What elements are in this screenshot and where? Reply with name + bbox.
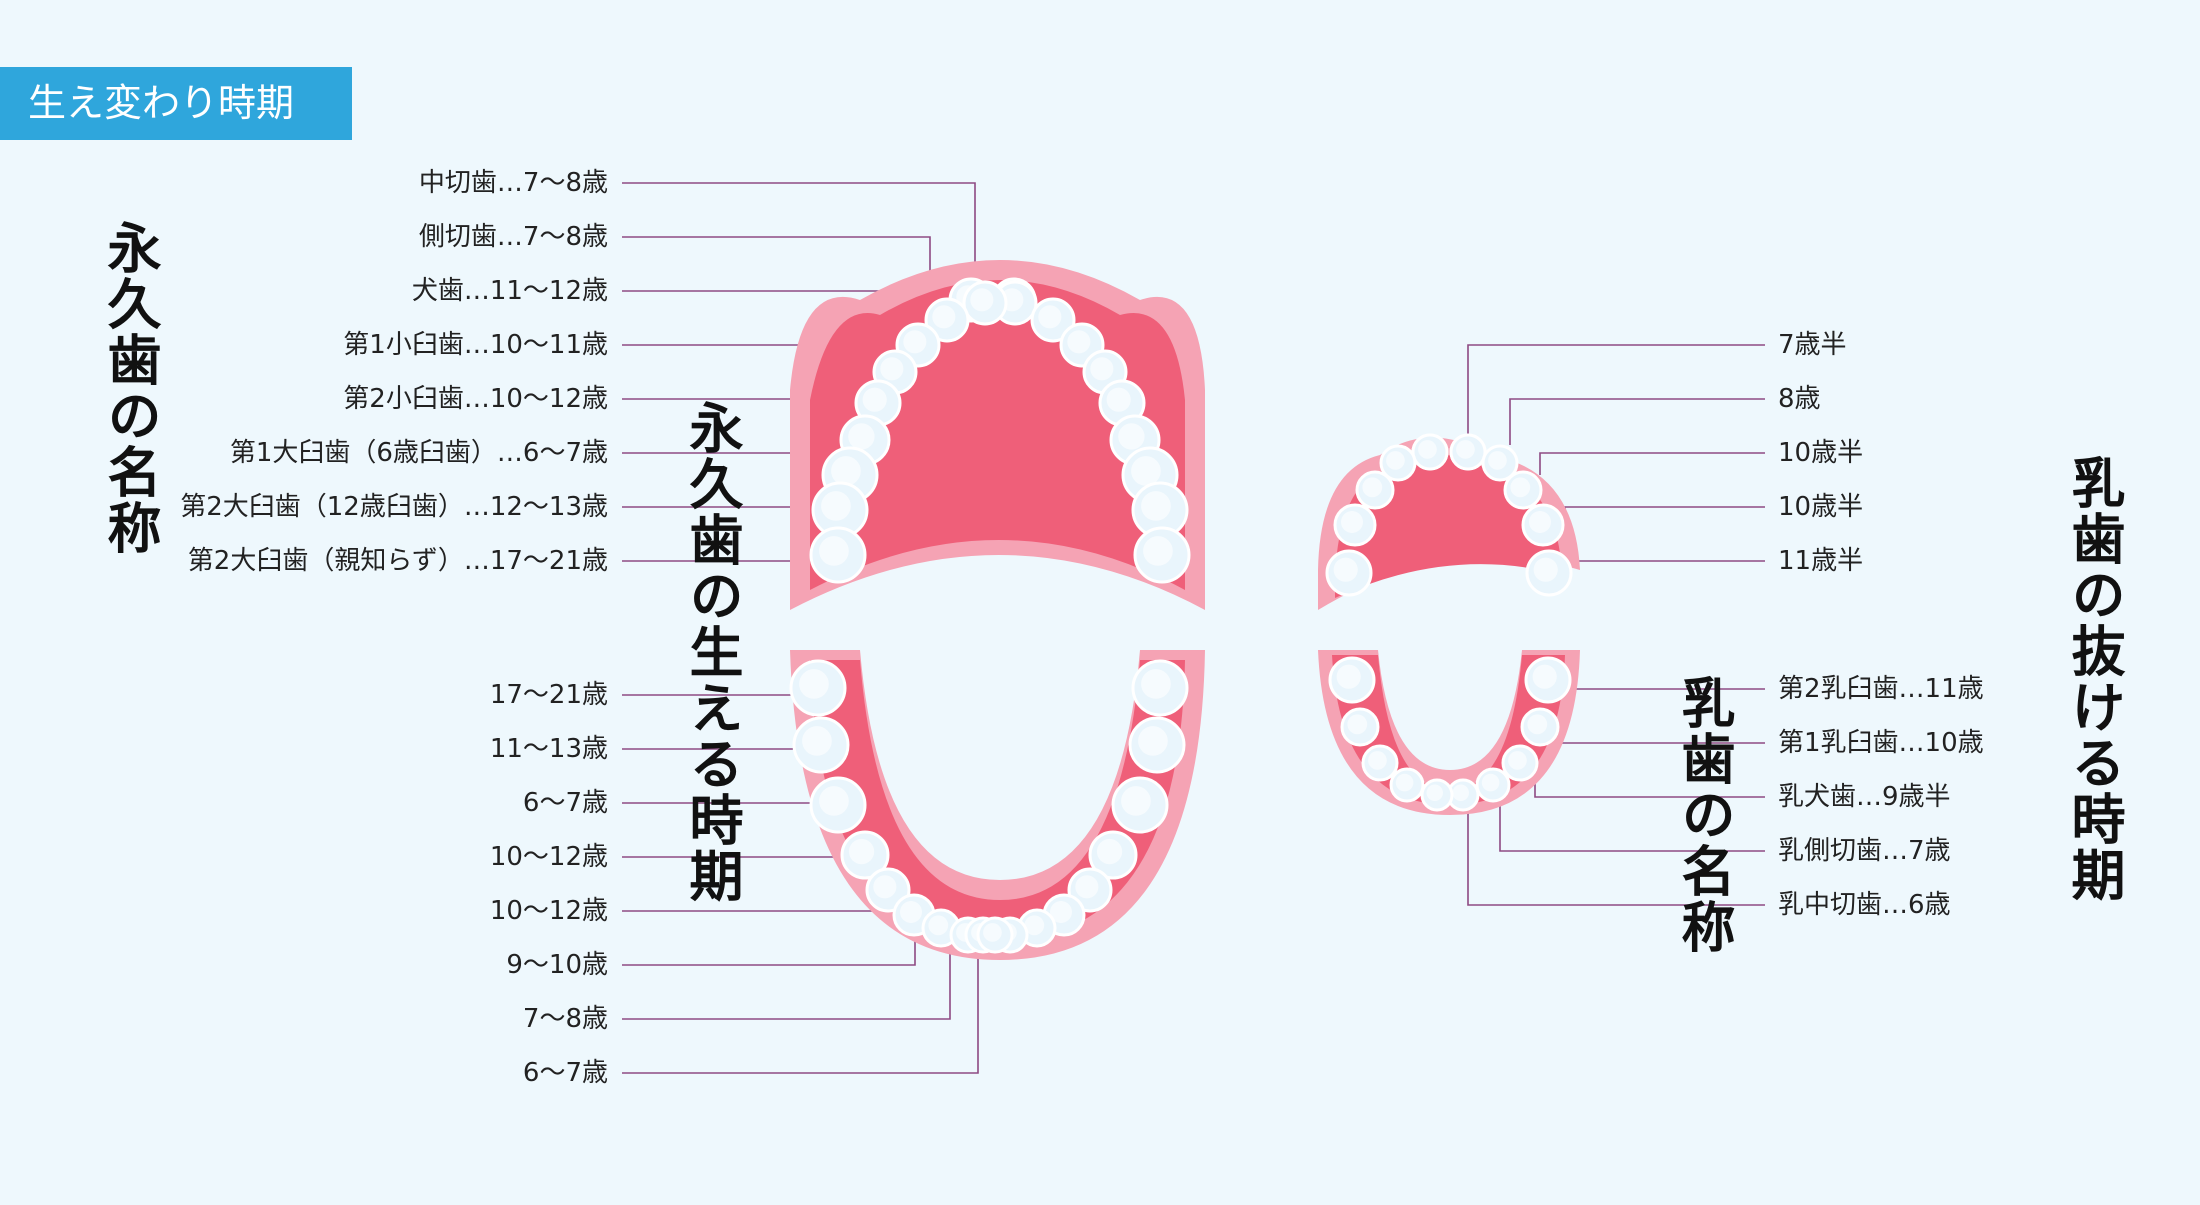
permanent-lower-tooth-highlight [1024,915,1045,936]
permanent-lower-tooth-highlight [1096,838,1123,865]
permanent-upper-label: 第1小臼歯…10〜11歳 [343,330,608,360]
permanent-upper-label: 犬歯…11〜12歳 [411,276,608,306]
permanent-lower-label: 11〜13歳 [489,734,608,764]
permanent-lower-tooth-highlight [819,786,849,816]
teeth [789,277,1573,954]
baby-upper-tooth-highlight [1488,451,1507,470]
permanent-upper-tooth-highlight [831,456,861,486]
baby-lower-tooth-highlight [1395,773,1414,792]
baby-upper-tooth-highlight [1333,557,1358,582]
leader-lines [622,182,1765,1074]
permanent-upper-label: 第2大臼歯（親知らず）…17〜21歳 [187,546,608,576]
permanent-upper-leader [622,236,931,292]
baby-lower-tooth-highlight [1347,714,1368,735]
permanent-upper-tooth-highlight [1143,536,1173,566]
permanent-lower-tooth-highlight [928,915,949,936]
baby-names-title: 乳歯の名称 [1672,675,1735,955]
permanent-upper-tooth-highlight [848,423,875,450]
permanent-lower-leader [622,950,951,1020]
permanent-upper-label: 第1大臼歯（6歳臼歯）…6〜7歳 [229,438,608,468]
permanent-upper-tooth-highlight [1106,387,1131,412]
baby-upper-label: 7歳半 [1778,330,1847,360]
permanent-lower-tooth-highlight [900,901,922,923]
permanent-names-title: 永久歯の名称 [98,220,161,556]
permanent-lower-label: 10〜12歳 [489,842,608,872]
permanent-upper-label: 第2大臼歯（12歳臼歯）…12〜13歳 [180,492,608,522]
permanent-lower-label: 9〜10歳 [506,950,608,980]
permanent-lower-tooth-highlight [983,923,1002,942]
permanent-upper-tooth-highlight [932,305,956,329]
baby-lower-leader [1499,800,1765,852]
permanent-upper-tooth-highlight [862,387,887,412]
page-header: 生え変わり時期 [0,67,352,140]
baby-lower-tooth-highlight [1508,751,1527,770]
permanent-upper-tooth-highlight [1038,305,1062,329]
baby-upper-label: 10歳半 [1778,492,1864,522]
baby-upper-tooth-highlight [1533,557,1558,582]
permanent-upper-tooth-highlight [903,330,927,354]
permanent-lower-label: 6〜7歳 [522,788,608,818]
permanent-lower-label: 7〜8歳 [522,1004,608,1034]
baby-lower-tooth-highlight [1426,784,1443,801]
baby-upper-tooth-highlight [1386,451,1405,470]
baby-upper-tooth-highlight [1418,440,1437,459]
permanent-upper-label: 第2小臼歯…10〜12歳 [343,384,608,414]
baby-upper-tooth-highlight [1510,477,1531,498]
permanent-lower-tooth-highlight [1075,875,1099,899]
baby-lower-label: 乳中切歯…6歳 [1778,890,1951,920]
permanent-lower-label: 6〜7歳 [522,1058,608,1088]
baby-lower-leader [1467,810,1765,906]
permanent-lower-tooth-highlight [1138,726,1168,756]
baby-lower-label: 乳犬歯…9歳半 [1778,782,1951,812]
baby-upper-tooth-highlight [1341,511,1363,533]
baby-upper-leader [1467,344,1765,435]
baby-upper-leader [1564,506,1765,512]
permanent-eruption-title: 永久歯の生える時期 [680,400,743,904]
permanent-lower-tooth-highlight [1141,669,1171,699]
permanent-upper-tooth-highlight [1090,357,1114,381]
permanent-lower-tooth-highlight [1050,901,1072,923]
permanent-upper-leader [622,182,976,285]
baby-upper-tooth-highlight [1529,511,1551,533]
permanent-upper-tooth-highlight [1141,491,1171,521]
permanent-lower-tooth-highlight [873,875,897,899]
baby-loss-title: 乳歯の抜ける時期 [2062,455,2125,903]
permanent-upper-tooth-highlight [970,288,994,312]
baby-lower-label: 乳側切歯…7歳 [1778,836,1951,866]
permanent-upper-label: 側切歯…7〜8歳 [418,222,608,252]
permanent-upper-tooth-highlight [1131,456,1161,486]
permanent-lower-label: 10〜12歳 [489,896,608,926]
permanent-upper-tooth-highlight [880,357,904,381]
baby-lower-tooth-highlight [1452,784,1469,801]
baby-upper-tooth-highlight [1362,477,1383,498]
baby-lower-label: 第2乳臼歯…11歳 [1778,674,1984,704]
baby-upper-tooth-highlight [1456,440,1475,459]
baby-lower-tooth-highlight [1368,751,1387,770]
baby-upper-leader [1539,452,1765,475]
baby-upper-label: 11歳半 [1778,546,1864,576]
permanent-lower-leader [622,940,916,966]
permanent-lower-tooth-highlight [848,838,875,865]
permanent-upper-tooth-highlight [1118,423,1145,450]
permanent-lower-tooth-highlight [799,669,829,699]
permanent-upper-tooth-highlight [819,536,849,566]
baby-lower-tooth-highlight [1527,714,1548,735]
permanent-upper-tooth-highlight [1067,330,1091,354]
baby-lower-label: 第1乳臼歯…10歳 [1778,728,1984,758]
permanent-lower-tooth-highlight [802,726,832,756]
permanent-lower-tooth-highlight [1121,786,1151,816]
permanent-upper-label: 中切歯…7〜8歳 [418,168,608,198]
baby-upper-leader [1509,398,1765,445]
baby-upper-label: 10歳半 [1778,438,1864,468]
permanent-lower-leader [622,952,979,1074]
permanent-lower-label: 17〜21歳 [489,680,608,710]
baby-lower-tooth-highlight [1532,664,1557,689]
baby-upper-label: 8歳 [1778,384,1821,414]
baby-lower-tooth-highlight [1481,773,1500,792]
permanent-upper-tooth-highlight [821,491,851,521]
baby-lower-tooth-highlight [1336,664,1361,689]
